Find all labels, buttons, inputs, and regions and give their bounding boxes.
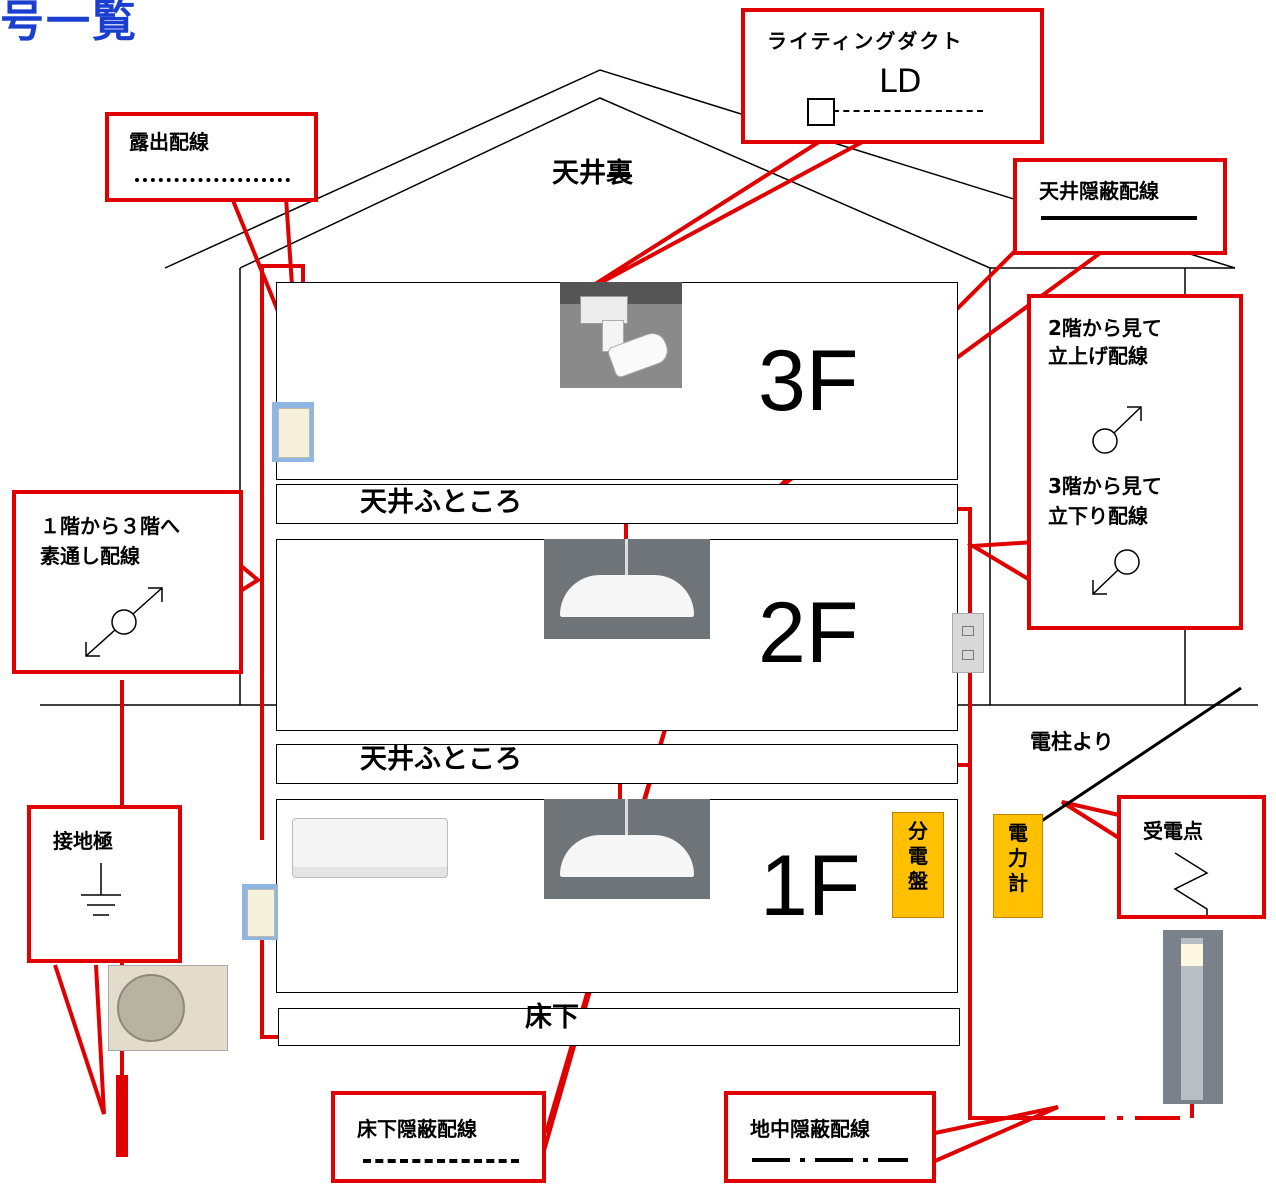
ceiling-space-lower-label: 天井ふところ: [360, 744, 522, 775]
callout-ceiling-concealed: 天井隠蔽配線: [1013, 158, 1227, 255]
down-symbol-icon: [1092, 549, 1140, 595]
lighting-duct-symbol-line: [833, 110, 983, 112]
callout-underground-concealed: 地中隠蔽配線: [724, 1091, 936, 1183]
through-wiring-symbol-icon: [85, 587, 163, 657]
page-title: 号一覧: [0, 0, 138, 47]
callout-exposed-wiring: 露出配線: [105, 112, 318, 202]
callout-underfloor-concealed: 床下隠蔽配線: [331, 1091, 546, 1183]
outlet-1f-icon: [242, 884, 278, 940]
power-meter: 電 力 計: [993, 814, 1043, 918]
pendant-light-2f-image: [544, 539, 710, 639]
callout-lighting-duct: ライティングダクト LD: [741, 8, 1044, 144]
callout-service-point: 受電点: [1117, 795, 1266, 919]
riser-symbol-icon: [1092, 406, 1142, 454]
exposed-wiring-symbol: [135, 178, 290, 182]
callout-ground-electrode: 接地極: [27, 805, 182, 963]
ceiling-concealed-symbol: [1041, 216, 1197, 220]
underfloor-box: [278, 1008, 960, 1046]
attic-label: 天井裏: [552, 158, 633, 189]
garden-light-pole-image: [1163, 930, 1223, 1104]
callout-through-wiring: １階から３階へ 素通し配線: [12, 490, 243, 674]
floor-label-2f: 2F: [758, 585, 859, 681]
underfloor-label: 床下: [525, 1002, 579, 1033]
track-spotlight-image: [560, 282, 682, 388]
wall-switch-2f-icon: [952, 613, 984, 673]
ceiling-space-upper-box: [276, 484, 958, 524]
callout-riser-down: 2階から見て 立上げ配線 3階から見て 立下り配線: [1027, 294, 1243, 630]
ceiling-space-upper-label: 天井ふところ: [360, 487, 522, 518]
floor-label-3f: 3F: [758, 333, 859, 429]
underground-concealed-symbol: [752, 1158, 908, 1162]
ceiling-space-lower-box: [276, 744, 958, 784]
floor-label-1f: 1F: [760, 838, 861, 934]
pendant-light-1f-image: [544, 799, 710, 899]
wall-air-conditioner-image: [292, 818, 448, 878]
ground-rod: [116, 1075, 128, 1157]
outdoor-ac-unit-image: [108, 965, 228, 1051]
ground-symbol-icon: [81, 863, 121, 916]
distribution-board: 分 電 盤: [892, 812, 944, 918]
outlet-3f-icon: [272, 402, 314, 462]
from-pole-label: 電柱より: [1030, 730, 1114, 754]
underfloor-concealed-symbol: [363, 1159, 519, 1163]
service-point-symbol-icon: [1173, 852, 1209, 915]
lighting-duct-symbol-box: [807, 98, 835, 126]
